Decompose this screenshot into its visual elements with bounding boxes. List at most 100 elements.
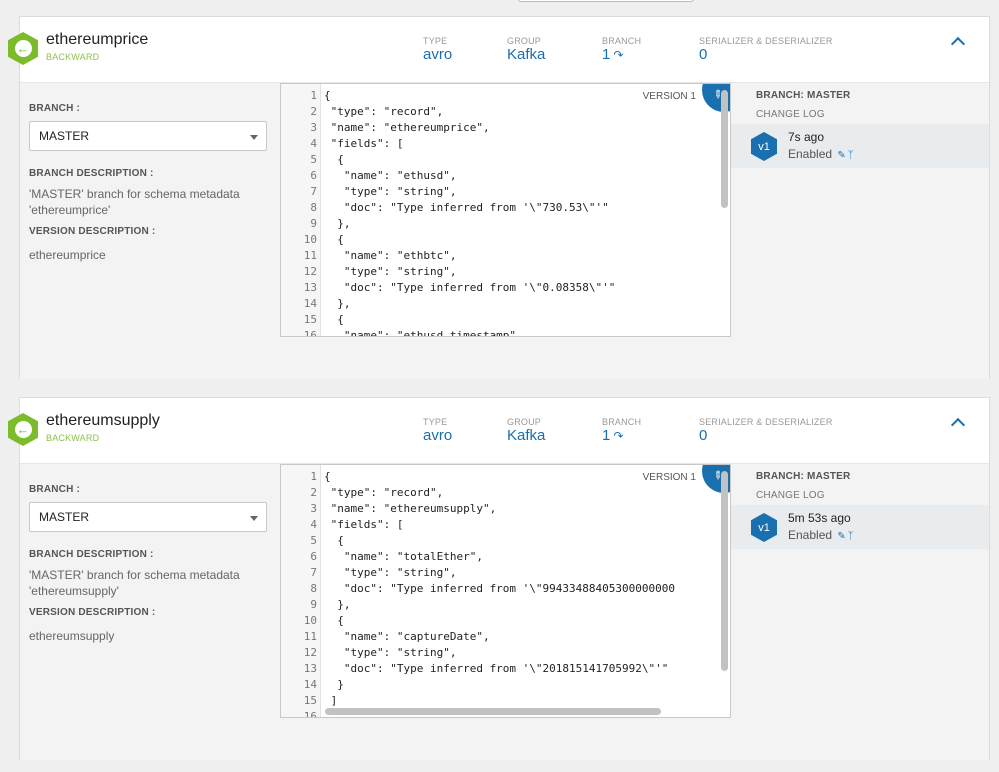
code-line: 4 "fields": [ — [281, 517, 721, 533]
line-number: 12 — [303, 646, 317, 659]
code-text: }, — [324, 297, 351, 310]
horizontal-scrollbar[interactable] — [325, 708, 661, 715]
line-number: 16 — [303, 329, 317, 337]
branch-select-value: MASTER — [39, 129, 90, 143]
code-text: "name": "captureDate", — [324, 630, 490, 643]
code-line: 15 ] — [281, 693, 721, 709]
branch-field-label: BRANCH : — [29, 484, 81, 495]
type-value: avro — [423, 427, 453, 444]
chevron-up-icon[interactable] — [950, 36, 966, 52]
line-number: 5 — [310, 153, 317, 166]
branch-select[interactable]: MASTER — [29, 502, 267, 532]
compatibility-badge: BACKWARD — [46, 433, 100, 443]
branch-description: 'MASTER' branch for schema metadata 'eth… — [29, 187, 240, 217]
type-meta: TYPE avro — [423, 417, 452, 444]
branch-count: 1 — [602, 427, 611, 444]
compatibility-badge: BACKWARD — [46, 52, 100, 62]
branch-field-label: BRANCH : — [29, 103, 81, 114]
schema-header[interactable]: ← ethereumprice BACKWARD TYPE avro GROUP… — [8, 17, 989, 82]
code-line: 12 "type": "string", — [281, 645, 721, 661]
branch-icon: ↷ — [613, 48, 624, 62]
code-line: 13 "doc": "Type inferred from '\"0.08358… — [281, 280, 721, 296]
type-value: avro — [423, 46, 453, 63]
schema-code-editor[interactable]: 1{2 "type": "record",3 "name": "ethereum… — [280, 464, 731, 718]
version-row[interactable]: v1 5m 53s ago Enabled ✎ᛉ — [731, 505, 989, 549]
search-input-edge[interactable] — [518, 0, 694, 2]
line-number: 1 — [310, 89, 317, 102]
line-number: 3 — [310, 121, 317, 134]
chevron-up-icon[interactable] — [950, 417, 966, 433]
code-text: { — [324, 89, 331, 102]
edit-icon[interactable]: ✎ — [837, 531, 846, 542]
branch-meta: BRANCH 1↷ — [602, 417, 641, 444]
version-row[interactable]: v1 7s ago Enabled ✎ᛉ — [731, 124, 989, 168]
code-line: 15 { — [281, 312, 721, 328]
version-description: ethereumprice — [29, 248, 106, 262]
version-time: 5m 53s ago — [788, 511, 851, 525]
fork-icon[interactable]: ᛉ — [847, 531, 854, 542]
code-text: "name": "totalEther", — [324, 550, 483, 563]
code-text: }, — [324, 217, 351, 230]
code-line: 5 { — [281, 533, 721, 549]
line-number: 15 — [303, 694, 317, 707]
group-label: GROUP — [507, 417, 542, 427]
code-line: 12 "type": "string", — [281, 264, 721, 280]
code-line: 3 "name": "ethereumprice", — [281, 120, 721, 136]
code-line: 14 } — [281, 677, 721, 693]
line-number: 2 — [310, 105, 317, 118]
code-text: { — [324, 153, 344, 166]
line-number: 14 — [303, 678, 317, 691]
code-line: 9 }, — [281, 597, 721, 613]
schema-header[interactable]: ← ethereumsupply BACKWARD TYPE avro GROU… — [8, 398, 989, 463]
code-text: "type": "record", — [324, 105, 444, 118]
code-text: "name": "ethereumprice", — [324, 121, 490, 134]
edit-icon[interactable]: ✎ — [837, 150, 846, 161]
branch-value: 1↷ — [602, 46, 641, 63]
group-label: GROUP — [507, 36, 542, 46]
version-desc-label: VERSION DESCRIPTION : — [29, 226, 156, 237]
vertical-scrollbar[interactable] — [721, 90, 728, 208]
editor-version-label: VERSION 1 — [642, 91, 696, 102]
code-text: "name": "ethbtc", — [324, 249, 457, 262]
version-badge: v1 — [751, 513, 777, 542]
code-text: { — [324, 313, 344, 326]
line-number: 15 — [303, 313, 317, 326]
serde-label: SERIALIZER & DESERIALIZER — [699, 36, 833, 46]
branch-label: BRANCH — [602, 417, 642, 427]
code-text: "doc": "Type inferred from '\"2018151417… — [324, 662, 669, 675]
caret-down-icon — [250, 516, 258, 521]
serde-label: SERIALIZER & DESERIALIZER — [699, 417, 833, 427]
fork-icon[interactable]: ᛉ — [847, 150, 854, 161]
code-text: "name": "ethusd", — [324, 169, 457, 182]
version-badge: v1 — [751, 132, 777, 161]
code-text: "name": "ethusd_timestamp", — [324, 329, 523, 337]
branch-select[interactable]: MASTER — [29, 121, 267, 151]
code-text: "type": "string", — [324, 265, 457, 278]
back-arrow-icon[interactable]: ← — [8, 413, 38, 446]
line-number: 5 — [310, 534, 317, 547]
changelog-label: CHANGE LOG — [756, 109, 825, 120]
serde-value: 0 — [699, 427, 708, 444]
changelog-label: CHANGE LOG — [756, 490, 825, 501]
version-time: 7s ago — [788, 130, 825, 144]
line-number: 7 — [310, 185, 317, 198]
back-arrow-icon[interactable]: ← — [8, 32, 38, 65]
code-line: 11 "name": "ethbtc", — [281, 248, 721, 264]
editor-version-label: VERSION 1 — [642, 472, 696, 483]
line-number: 13 — [303, 281, 317, 294]
code-line: 4 "fields": [ — [281, 136, 721, 152]
schema-body: BRANCH : MASTER BRANCH DESCRIPTION : 'MA… — [20, 82, 989, 379]
version-status-text: Enabled — [788, 147, 833, 161]
schema-code-editor[interactable]: 1 {2 "type": "record", 3 "name": "ethereum… — [280, 83, 731, 337]
code-line: 14 }, — [281, 296, 721, 312]
schema-card: ← ethereumprice BACKWARD TYPE avro GROUP… — [8, 16, 990, 379]
branch-icon: ↷ — [613, 429, 624, 443]
serde-meta: SERIALIZER & DESERIALIZER 0 — [699, 36, 833, 63]
branch-meta: BRANCH 1↷ — [602, 36, 641, 63]
group-meta: GROUP Kafka — [507, 417, 545, 444]
group-value: Kafka — [507, 46, 546, 63]
vertical-scrollbar[interactable] — [721, 471, 728, 671]
version-status: Enabled ✎ᛉ — [788, 147, 854, 161]
line-number: 6 — [310, 169, 317, 182]
serde-meta: SERIALIZER & DESERIALIZER 0 — [699, 417, 833, 444]
